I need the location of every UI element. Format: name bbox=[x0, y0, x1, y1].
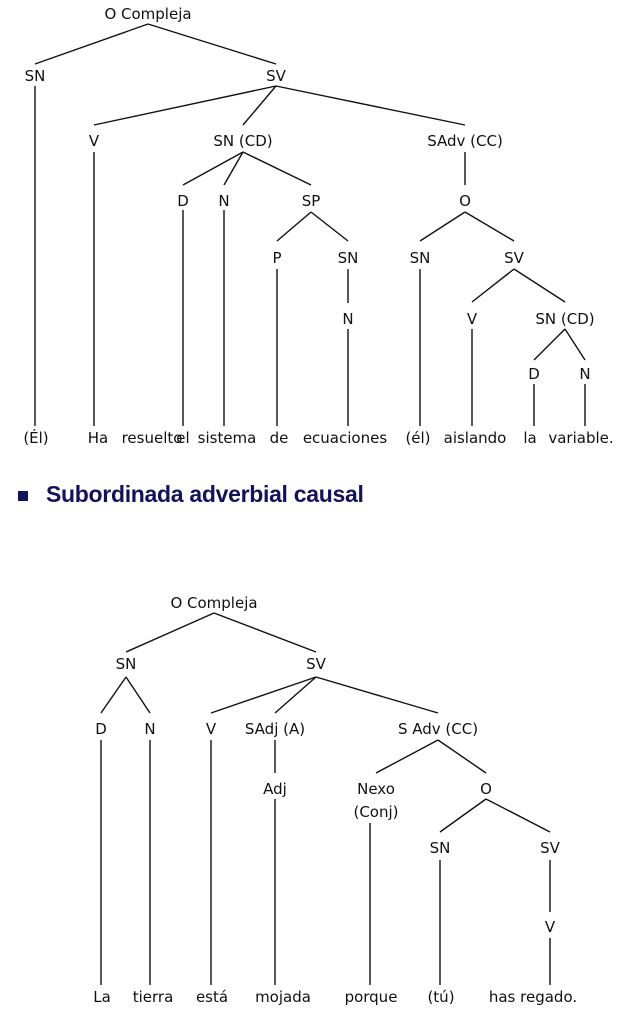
tree-2-node-o: O bbox=[480, 780, 492, 798]
section-heading-text: Subordinada adverbial causal bbox=[46, 481, 364, 507]
branch bbox=[210, 676, 317, 714]
branch bbox=[439, 798, 487, 833]
branch bbox=[485, 798, 551, 833]
tree-2-node-sn-2: SN bbox=[430, 839, 451, 857]
tree-2-word: La bbox=[93, 988, 111, 1006]
tree-1-node-sn: SN bbox=[25, 67, 46, 85]
branch bbox=[315, 676, 439, 714]
tree-2-root-label: O Compleja bbox=[170, 594, 257, 612]
branch bbox=[213, 612, 317, 653]
tree-2-node-sv: SV bbox=[306, 655, 327, 673]
branch bbox=[182, 151, 244, 186]
tree-1-node-sn-3: SN bbox=[410, 249, 431, 267]
branch bbox=[147, 23, 277, 65]
tree-1-node-sn-2: SN bbox=[338, 249, 359, 267]
tree-1-node-o: O bbox=[459, 192, 471, 210]
branch bbox=[310, 211, 349, 242]
tree-1-node-sv: SV bbox=[266, 67, 287, 85]
branch bbox=[464, 211, 515, 242]
tree-1-node-sadv-cc: SAdv (CC) bbox=[427, 132, 503, 150]
tree-1-node-v-2: V bbox=[467, 310, 478, 328]
tree-2-node-sadj-a: SAdj (A) bbox=[245, 720, 305, 738]
branch bbox=[513, 268, 566, 303]
tree-2-node-v-2: V bbox=[545, 918, 556, 936]
tree-1-word: el bbox=[176, 429, 189, 447]
tree-2-word: has regado. bbox=[489, 988, 577, 1006]
tree-1-node-sv-2: SV bbox=[504, 249, 525, 267]
tree-2-word: tierra bbox=[133, 988, 174, 1006]
branch bbox=[242, 151, 312, 186]
tree-2-node-v: V bbox=[206, 720, 217, 738]
tree-2-word: porque bbox=[345, 988, 398, 1006]
tree-1-node-sp: SP bbox=[302, 192, 321, 210]
branch bbox=[125, 676, 151, 714]
branch bbox=[275, 85, 466, 126]
branch bbox=[375, 739, 439, 774]
syntax-tree-1: O Compleja SN SV V SN (CD) SAdv (CC) D N… bbox=[23, 5, 613, 447]
tree-1-node-sn-cd: SN (CD) bbox=[213, 132, 272, 150]
tree-1-node-n: N bbox=[218, 192, 229, 210]
tree-1-sentence: (Él) Ha resuelto el sistema de ecuacione… bbox=[23, 428, 613, 447]
tree-1-node-sn-cd-2: SN (CD) bbox=[535, 310, 594, 328]
square-bullet-icon bbox=[18, 491, 28, 501]
tree-1-word: variable. bbox=[548, 429, 613, 447]
branch bbox=[223, 151, 244, 186]
tree-1-word: la bbox=[523, 429, 536, 447]
branch bbox=[242, 85, 277, 126]
branch bbox=[419, 211, 466, 242]
tree-1-word: (él) bbox=[405, 429, 430, 447]
branch bbox=[125, 612, 215, 653]
branch bbox=[274, 676, 317, 714]
branch bbox=[437, 739, 487, 774]
tree-1-node-n-3: N bbox=[579, 365, 590, 383]
syntax-tree-2: O Compleja SN SV D N V SAdj (A) S Adv (C… bbox=[93, 594, 577, 1006]
tree-2-node-adj: Adj bbox=[263, 780, 287, 798]
branch bbox=[533, 328, 566, 361]
tree-1-word: de bbox=[270, 429, 289, 447]
tree-1-word: (Él) bbox=[23, 428, 48, 447]
tree-2-word: (tú) bbox=[427, 988, 454, 1006]
tree-1-node-n-2: N bbox=[342, 310, 353, 328]
tree-1-node-d: D bbox=[177, 192, 189, 210]
tree-1-node-labels: O Compleja SN SV V SN (CD) SAdv (CC) D N… bbox=[25, 5, 595, 383]
tree-1-word: resuelto bbox=[122, 429, 183, 447]
tree-2-word: está bbox=[196, 988, 228, 1006]
tree-2-node-d: D bbox=[95, 720, 107, 738]
section-heading: Subordinada adverbial causal bbox=[18, 481, 364, 508]
tree-2-word: mojada bbox=[255, 988, 311, 1006]
tree-2-node-sv-2: SV bbox=[540, 839, 561, 857]
tree-1-word: Ha bbox=[88, 429, 108, 447]
branch bbox=[93, 85, 277, 126]
tree-1-node-d-2: D bbox=[528, 365, 540, 383]
tree-1-node-v: V bbox=[89, 132, 100, 150]
tree-2-branches bbox=[100, 612, 551, 985]
tree-2-node-conj: (Conj) bbox=[353, 803, 398, 821]
tree-2-node-sadv-cc: S Adv (CC) bbox=[398, 720, 478, 738]
tree-2-node-sn: SN bbox=[116, 655, 137, 673]
tree-1-word: sistema bbox=[198, 429, 257, 447]
tree-1-word: ecuaciones bbox=[303, 429, 388, 447]
tree-2-sentence: La tierra está mojada porque (tú) has re… bbox=[93, 988, 577, 1006]
branch bbox=[276, 211, 312, 242]
tree-2-node-labels: O Compleja SN SV D N V SAdj (A) S Adv (C… bbox=[95, 594, 560, 936]
tree-2-node-nexo: Nexo bbox=[357, 780, 395, 798]
tree-1-node-p: P bbox=[272, 249, 281, 267]
branch bbox=[34, 23, 149, 65]
branch bbox=[471, 268, 515, 303]
branch bbox=[564, 328, 586, 361]
tree-1-root-label: O Compleja bbox=[104, 5, 191, 23]
tree-2-node-n: N bbox=[144, 720, 155, 738]
branch bbox=[100, 676, 127, 714]
tree-1-word: aislando bbox=[444, 429, 507, 447]
tree-1-branches bbox=[34, 23, 586, 426]
